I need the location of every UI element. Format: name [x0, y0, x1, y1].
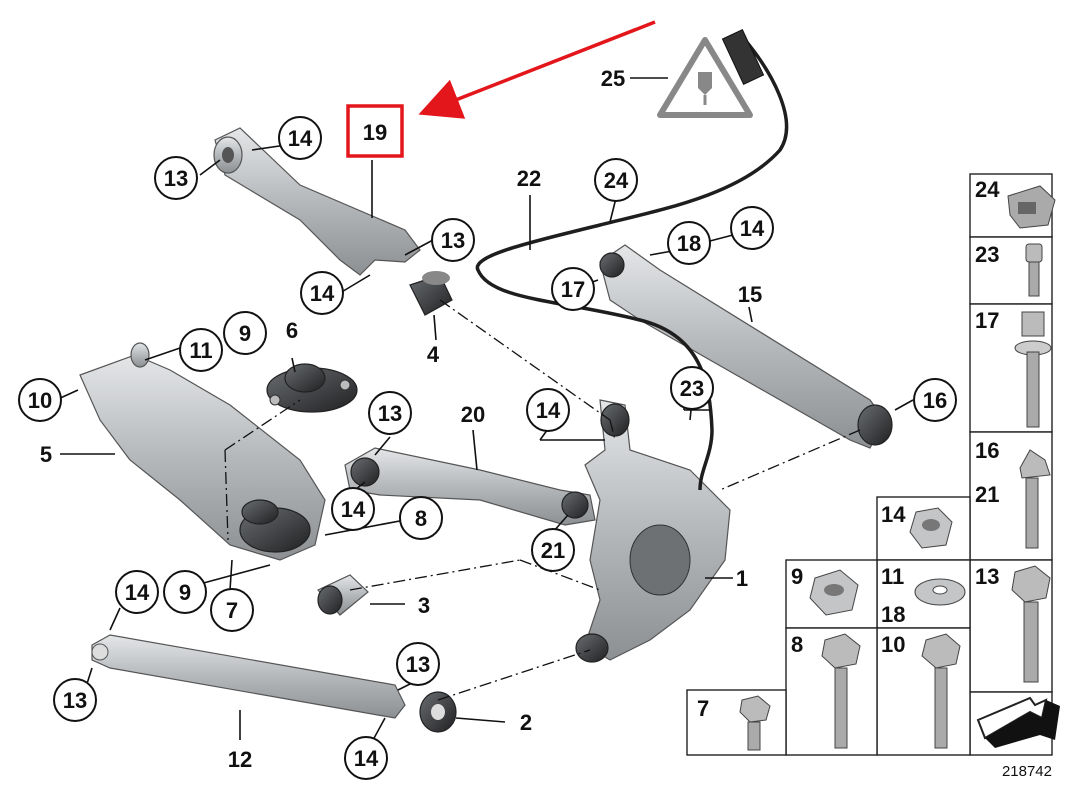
callout-14: 14: [354, 746, 379, 771]
callout-11: 11: [189, 338, 212, 363]
callout-23: 23: [680, 376, 704, 401]
legend-7: 7: [697, 696, 709, 721]
callout-14: 14: [125, 580, 150, 605]
bolt-icon: [821, 633, 861, 749]
part-3-bushing: [317, 574, 369, 616]
bolt-icon: [1011, 565, 1051, 683]
part-6-mount: [266, 363, 358, 413]
callout-24: 24: [604, 168, 629, 193]
callout-6: 6: [286, 318, 298, 343]
callout-20: 20: [461, 402, 485, 427]
callout-14: 14: [310, 281, 335, 306]
sensor-connector: [721, 29, 765, 85]
part-1-wheel-carrier: [575, 399, 731, 663]
callout-15: 15: [738, 282, 762, 307]
legend-24: 24: [975, 177, 1000, 202]
callout-3: 3: [418, 593, 430, 618]
legend-14: 14: [881, 502, 906, 527]
reference-number: 218742: [1002, 763, 1052, 780]
legend-8: 8: [791, 632, 803, 657]
callout-18: 18: [677, 231, 701, 256]
callout-25: 25: [601, 66, 625, 91]
callout-13: 13: [441, 228, 465, 253]
callout-9: 9: [239, 321, 251, 346]
part-5-lower-control-arm: [79, 342, 326, 561]
part-4-bushing: [409, 271, 453, 316]
highlight-arrow: [418, 20, 656, 119]
callout-7: 7: [226, 598, 238, 623]
callout-10: 10: [28, 388, 52, 413]
callouts: 14 13 13 14 24 18 14 17 9 11 10 13 14 23…: [18, 116, 957, 780]
part-12-lower-link: [91, 634, 406, 719]
nut-icon: [809, 569, 859, 616]
callout-14: 14: [740, 216, 765, 241]
bolt-icon: [1019, 449, 1051, 549]
callout-13: 13: [63, 688, 87, 713]
nut-icon: [909, 507, 953, 549]
callout-2: 2: [520, 710, 532, 735]
legend-16: 16: [975, 438, 999, 463]
callout-21: 21: [541, 538, 565, 563]
highlight-box: [346, 104, 404, 158]
callout-8: 8: [415, 506, 427, 531]
callout-1: 1: [736, 566, 748, 591]
legend-10: 10: [881, 632, 905, 657]
plain-labels: 25 22 15 6 4 20 5 1 3 2 12: [40, 66, 762, 772]
legend-9: 9: [791, 564, 803, 589]
bolt-icon: [1025, 243, 1043, 297]
next-page-arrow-icon: [976, 696, 1060, 748]
callout-17: 17: [561, 277, 585, 302]
part-2-bushing: [419, 691, 457, 733]
legend-11: 11: [881, 564, 904, 589]
legend-23: 23: [975, 242, 999, 267]
legend-13: 13: [975, 564, 999, 589]
callout-22: 22: [517, 166, 541, 191]
callout-16: 16: [923, 388, 947, 413]
clip-icon: [1007, 185, 1056, 229]
part-15-trailing-arm: [599, 244, 893, 449]
callout-12: 12: [228, 747, 252, 772]
electric-warning-icon: [657, 37, 753, 118]
callout-9: 9: [179, 580, 191, 605]
bolt-icon: [739, 695, 771, 751]
callout-13: 13: [378, 401, 402, 426]
legend-21: 21: [975, 482, 999, 507]
callout-5: 5: [40, 442, 52, 467]
callout-19: 19: [363, 120, 387, 145]
callout-14: 14: [341, 497, 366, 522]
callout-4: 4: [427, 342, 440, 367]
washer-icon: [914, 578, 966, 606]
callout-14: 14: [536, 398, 561, 423]
bolt-icon: [1014, 311, 1052, 428]
part-19-upper-arm: [213, 127, 421, 276]
part-20-link-arm: [344, 447, 596, 526]
callout-13: 13: [406, 652, 430, 677]
callout-14: 14: [288, 126, 313, 151]
bolt-icon: [921, 633, 961, 749]
legend-17: 17: [975, 308, 999, 333]
legend-18: 18: [881, 602, 905, 627]
callout-13: 13: [164, 166, 188, 191]
fastener-legend: 24 23 17 16 21 14 9 11 18 13 8 10 7: [686, 173, 1060, 756]
